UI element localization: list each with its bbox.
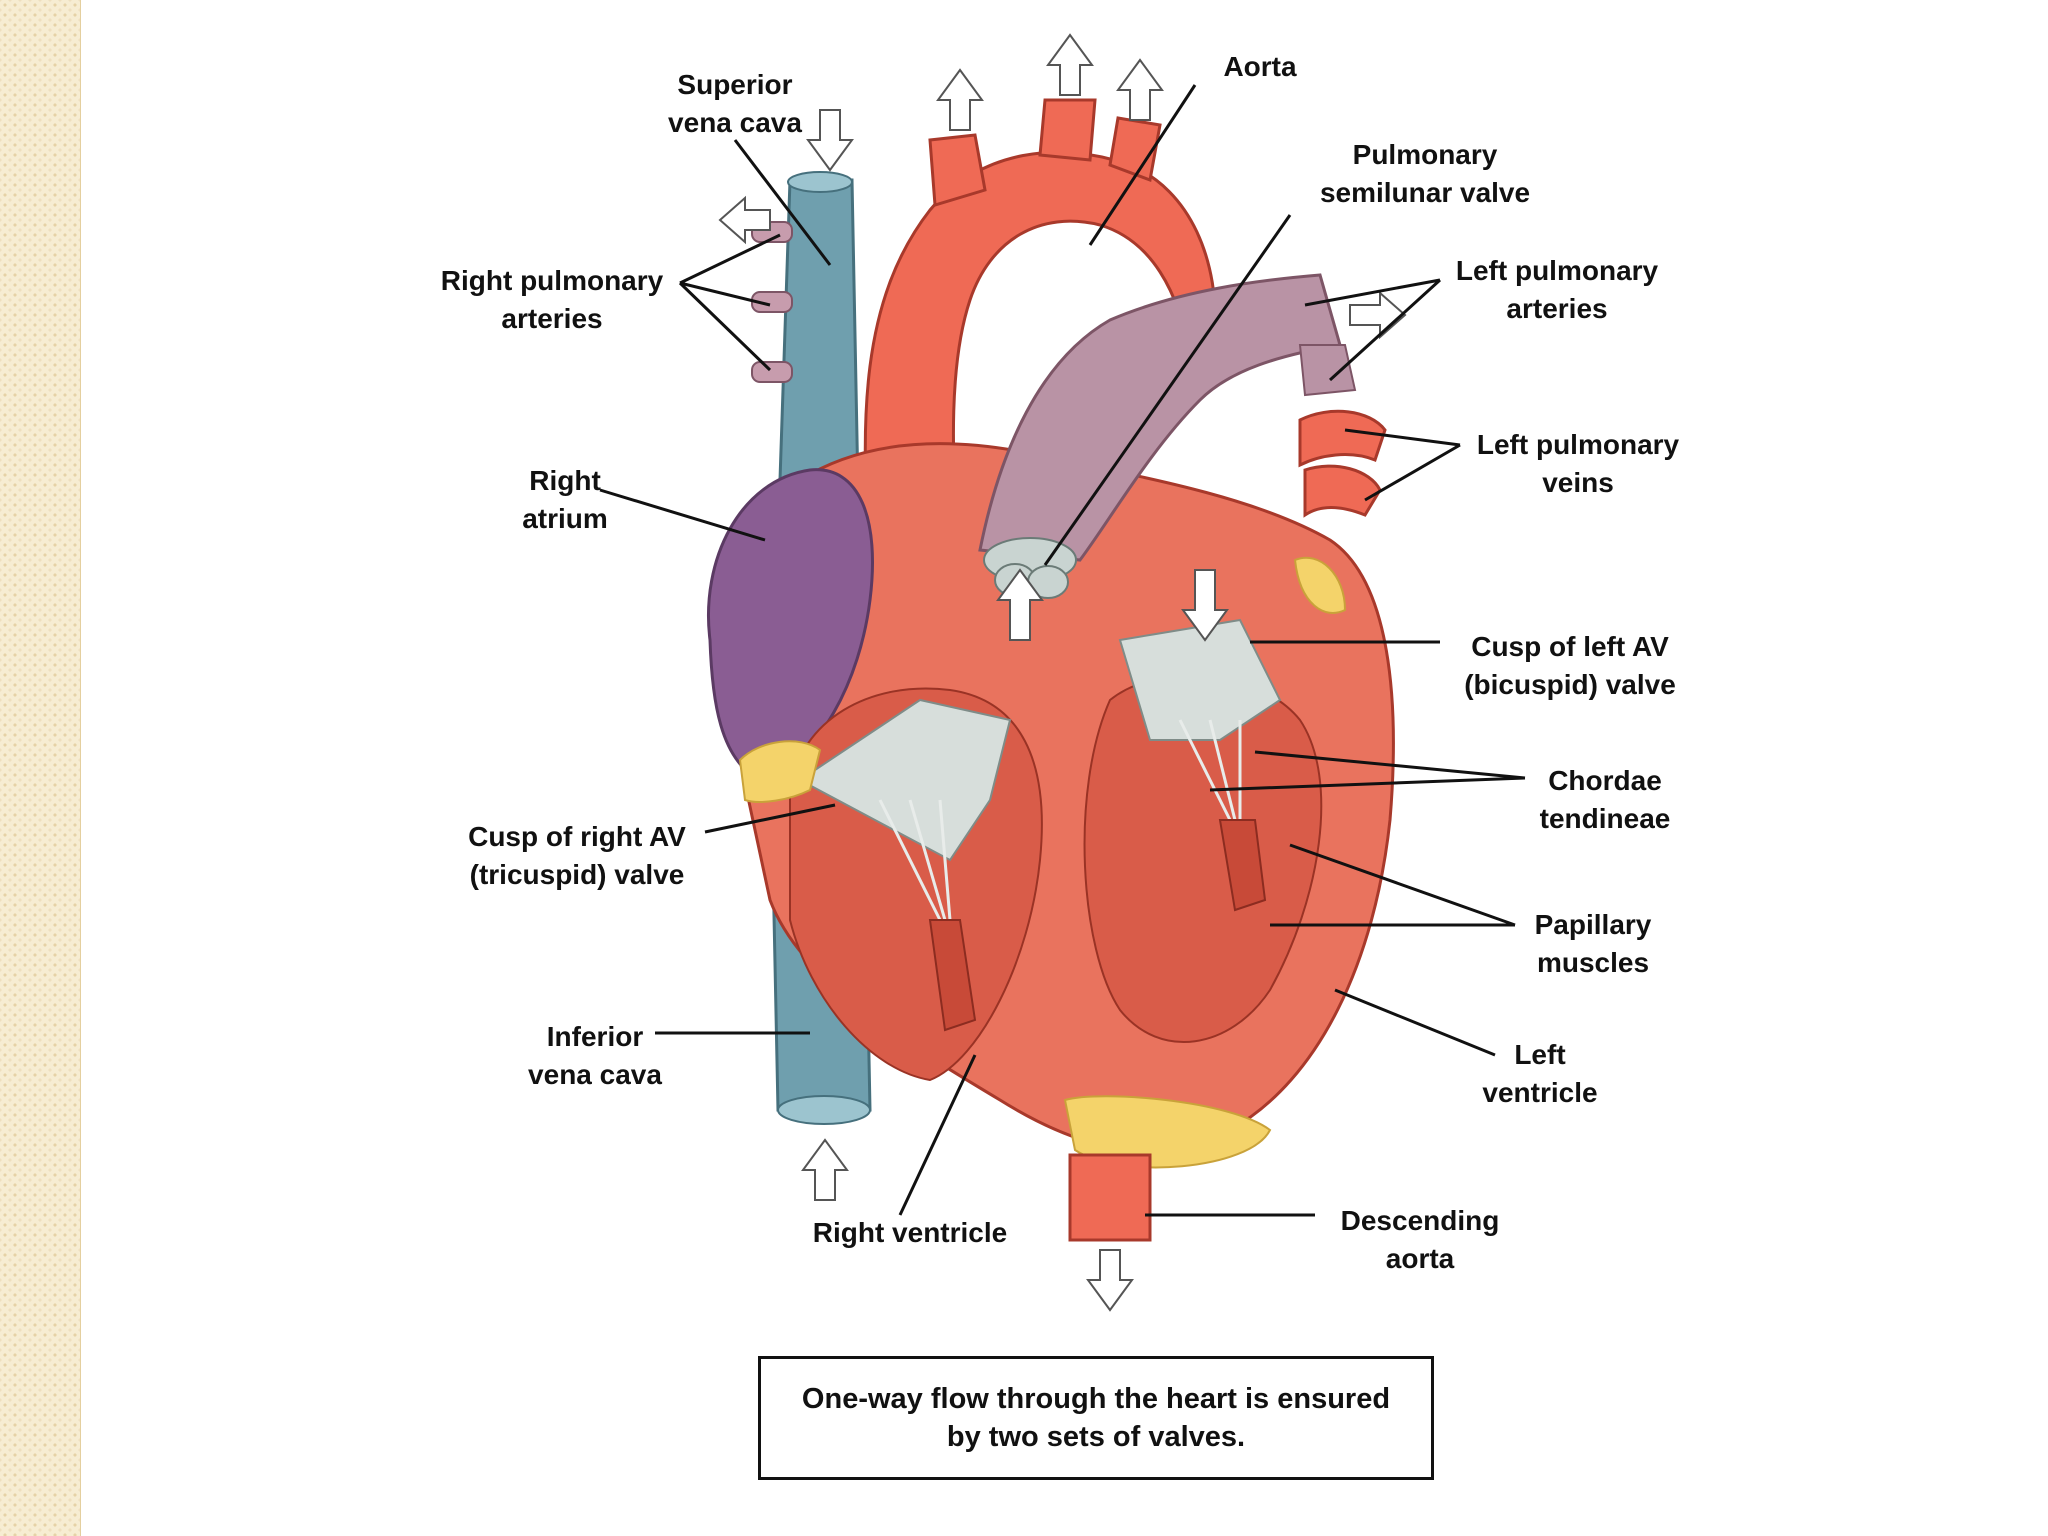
label-descending-aorta-line2: aorta bbox=[1385, 1243, 1455, 1274]
label-right-pulmonary-arteries: Right pulmonary arteries bbox=[422, 262, 682, 338]
bicuspid-valve-cusp bbox=[1118, 618, 1282, 741]
label-right-pulmonary-arteries-line2: arteries bbox=[501, 303, 603, 334]
label-left-pulmonary-veins-line2: veins bbox=[1542, 467, 1614, 498]
label-pulmonary-semilunar-valve-line2: semilunar valve bbox=[1319, 177, 1531, 208]
label-left-pulmonary-arteries-line2: arteries bbox=[1506, 293, 1608, 324]
label-right-atrium-line1: Right bbox=[529, 465, 601, 496]
decorative-side-strip bbox=[0, 0, 81, 1536]
caption-box: One-way flow through the heart is ensure… bbox=[758, 1356, 1434, 1480]
label-right-atrium-line2: atrium bbox=[522, 503, 608, 534]
label-superior-vena-cava: Superior vena cava bbox=[660, 66, 810, 142]
label-right-atrium: Right atrium bbox=[500, 462, 630, 538]
label-right-ventricle-line1: Right ventricle bbox=[812, 1217, 1008, 1248]
label-cusp-left-av: Cusp of left AV (bicuspid) valve bbox=[1445, 628, 1695, 704]
label-right-pulmonary-arteries-line1: Right pulmonary bbox=[440, 265, 664, 296]
label-cusp-right-av-line2: (tricuspid) valve bbox=[469, 859, 685, 890]
label-chordae-tendineae-line1: Chordae bbox=[1548, 765, 1662, 796]
label-inferior-vena-cava-line2: vena cava bbox=[528, 1059, 662, 1090]
label-cusp-left-av-line2: (bicuspid) valve bbox=[1464, 669, 1676, 700]
label-descending-aorta-line1: Descending bbox=[1340, 1205, 1500, 1236]
label-aorta-line1: Aorta bbox=[1223, 51, 1297, 82]
chordae-strands bbox=[878, 719, 1242, 921]
label-left-pulmonary-veins-line1: Left pulmonary bbox=[1476, 429, 1680, 460]
label-inferior-vena-cava-line1: Inferior bbox=[546, 1021, 644, 1052]
blood-flow-arrows bbox=[718, 33, 1407, 1312]
label-aorta: Aorta bbox=[1205, 48, 1315, 86]
superior-vena-cava-opening bbox=[787, 171, 853, 193]
pulmonary-trunk bbox=[978, 273, 1342, 562]
label-left-pulmonary-arteries: Left pulmonary arteries bbox=[1438, 252, 1676, 328]
label-superior-vena-cava-line1: Superior bbox=[677, 69, 793, 100]
label-pulmonary-semilunar-valve: Pulmonary semilunar valve bbox=[1305, 136, 1545, 212]
label-papillary-muscles: Papillary muscles bbox=[1520, 906, 1666, 982]
papillary-muscle-shapes bbox=[928, 819, 1267, 1032]
caption-line-2: by two sets of valves. bbox=[946, 1421, 1246, 1453]
label-cusp-right-av: Cusp of right AV (tricuspid) valve bbox=[452, 818, 702, 894]
label-left-ventricle-line2: ventricle bbox=[1482, 1077, 1598, 1108]
descending-aorta bbox=[1068, 1153, 1152, 1242]
fat-deposits bbox=[738, 557, 1347, 1169]
label-papillary-muscles-line2: muscles bbox=[1536, 947, 1650, 978]
label-chordae-tendineae: Chordae tendineae bbox=[1530, 762, 1680, 838]
aorta-branches bbox=[928, 98, 1162, 207]
leader-lines bbox=[599, 84, 1526, 1217]
label-right-ventricle: Right ventricle bbox=[800, 1214, 1020, 1252]
left-pulmonary-veins bbox=[1298, 409, 1387, 518]
label-left-pulmonary-arteries-line1: Left pulmonary bbox=[1455, 255, 1659, 286]
left-pulmonary-artery-branch bbox=[1298, 344, 1357, 397]
label-chordae-tendineae-line2: tendineae bbox=[1539, 803, 1671, 834]
label-papillary-muscles-line1: Papillary bbox=[1534, 909, 1652, 940]
caption-line-1: One-way flow through the heart is ensure… bbox=[801, 1383, 1391, 1415]
label-left-pulmonary-veins: Left pulmonary veins bbox=[1458, 426, 1698, 502]
label-left-ventricle: Left ventricle bbox=[1470, 1036, 1610, 1112]
label-pulmonary-semilunar-valve-line1: Pulmonary bbox=[1352, 139, 1498, 170]
label-cusp-right-av-line1: Cusp of right AV bbox=[468, 821, 686, 852]
right-atrium-wall bbox=[707, 468, 874, 782]
label-left-ventricle-line1: Left bbox=[1514, 1039, 1566, 1070]
label-superior-vena-cava-line2: vena cava bbox=[668, 107, 802, 138]
inferior-vena-cava-opening bbox=[777, 1095, 871, 1125]
label-cusp-left-av-line1: Cusp of left AV bbox=[1471, 631, 1669, 662]
label-descending-aorta: Descending aorta bbox=[1320, 1202, 1520, 1278]
label-inferior-vena-cava: Inferior vena cava bbox=[520, 1018, 670, 1094]
